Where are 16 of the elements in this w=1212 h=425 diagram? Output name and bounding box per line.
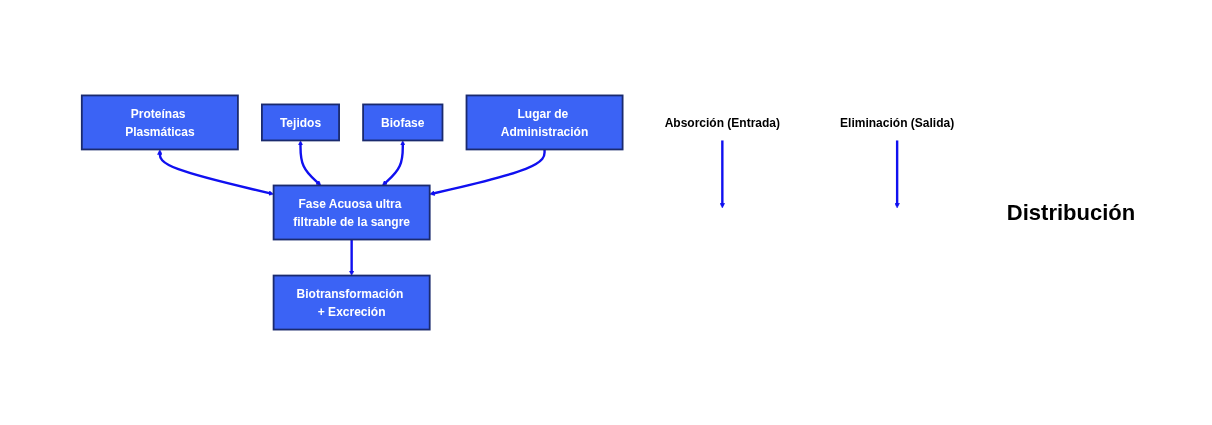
node-text: Absorción (Entrada) — [664, 115, 780, 130]
arrow — [429, 149, 546, 196]
arrow — [719, 140, 725, 209]
node-box: Proteínas Plasmáticas — [80, 94, 239, 151]
stage-label: Distribución — [1006, 199, 1136, 226]
node-box: Lugar de Administración — [465, 94, 624, 151]
arrow — [381, 140, 406, 186]
node-box: Biofase — [362, 103, 444, 142]
arrow — [297, 140, 321, 186]
arrow — [894, 140, 900, 209]
arrow — [157, 149, 274, 196]
node-box: Tejidos — [260, 103, 340, 142]
node-text: Eliminación (Salida) — [839, 115, 955, 130]
node-box: Fase Acuosa ultra filtrable de la sangre — [272, 184, 431, 241]
node-box: Biotransformación + Excreción — [272, 274, 431, 331]
arrow — [348, 239, 355, 276]
